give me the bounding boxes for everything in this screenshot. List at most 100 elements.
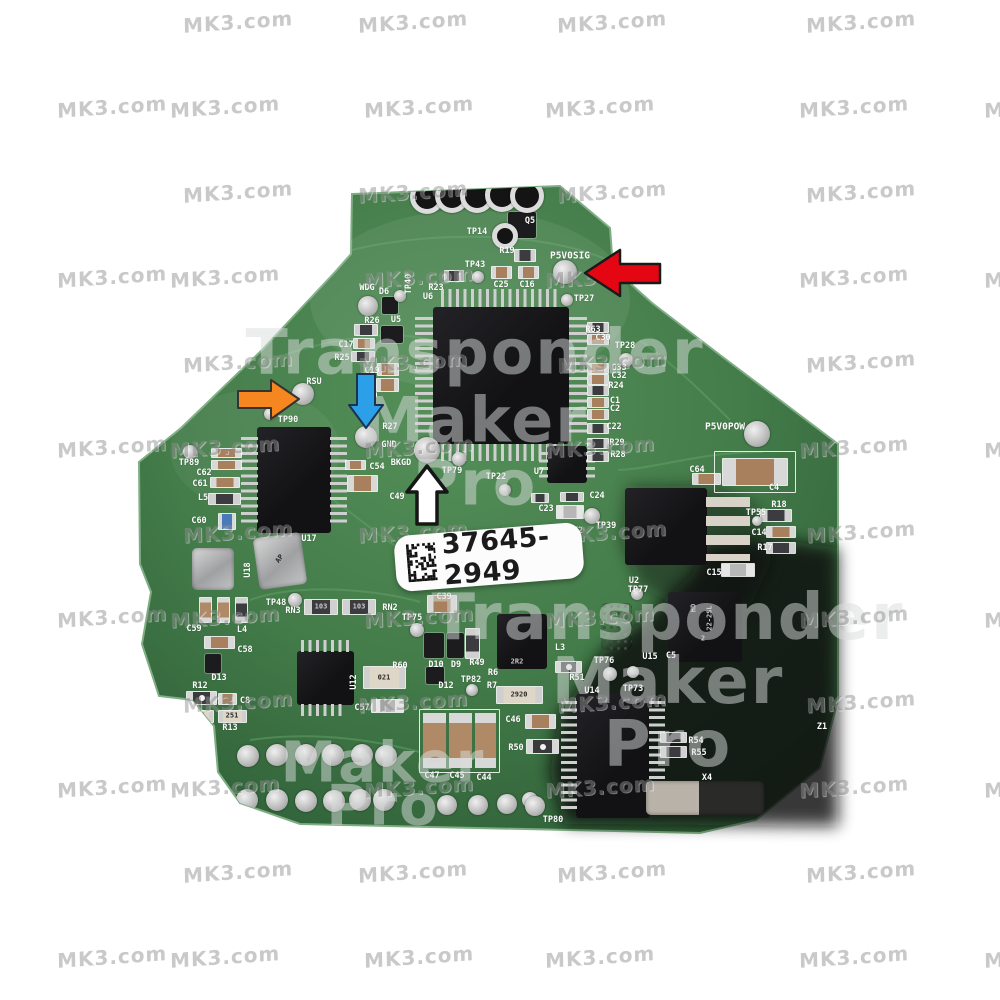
passive-body — [561, 493, 583, 501]
silkscreen-label: X4 — [701, 772, 713, 783]
passive-body — [588, 439, 608, 448]
passive-body — [205, 637, 234, 648]
test-pad — [468, 795, 488, 815]
passive-body — [305, 600, 337, 614]
passive-body — [218, 598, 229, 622]
silkscreen-label: R29 — [609, 437, 625, 448]
silkscreen-label: C8 — [239, 695, 251, 706]
test-pad — [373, 789, 395, 811]
silkscreen-label: C54 — [369, 461, 385, 472]
passive-component — [496, 686, 543, 704]
passive-body — [661, 747, 686, 757]
passive-component — [531, 493, 549, 503]
silkscreen-label: D6 — [378, 286, 390, 297]
silkscreen-label: C1 — [609, 395, 621, 406]
passive-component — [587, 334, 609, 345]
test-pad — [553, 260, 577, 284]
passive-component — [210, 477, 240, 488]
passive-body — [722, 564, 754, 576]
ic-pins — [441, 289, 561, 307]
component-marking: 251 — [225, 711, 239, 720]
passive-component — [587, 385, 609, 396]
passive-component — [354, 324, 378, 336]
capacitor-body — [475, 713, 496, 768]
silkscreen-label: L5 — [197, 492, 209, 503]
silkscreen-label: U17 — [301, 533, 317, 544]
silkscreen-label: TP14 — [466, 226, 488, 237]
ic-pins — [301, 704, 345, 716]
silkscreen-label: TP82 — [460, 674, 482, 685]
silkscreen-label: U15 — [642, 651, 658, 662]
passive-component — [199, 597, 212, 623]
passive-body — [556, 662, 581, 672]
passive-component — [660, 732, 687, 743]
silkscreen-label: TP89 — [178, 457, 200, 468]
test-pad — [414, 437, 440, 463]
ic-U7 — [547, 446, 587, 483]
passive-component — [766, 526, 796, 538]
passive-component — [347, 475, 378, 492]
silkscreen-label: C15 — [706, 567, 722, 578]
through-hole — [510, 186, 544, 213]
barcode-sticker: 37645-2949 — [393, 521, 585, 593]
passive-body — [532, 494, 548, 502]
passive-body — [497, 687, 542, 703]
silkscreen-label: R54 — [688, 735, 704, 746]
silkscreen-label: C17 — [338, 339, 354, 350]
passive-body — [372, 700, 403, 712]
silkscreen-label: U7 — [533, 466, 545, 477]
silkscreen-label: TP43 — [464, 259, 486, 270]
silkscreen-label: R49 — [469, 657, 485, 668]
passive-body — [209, 494, 240, 504]
silkscreen-label: U6 — [422, 291, 434, 302]
passive-component — [304, 599, 338, 615]
silkscreen-label: TP77 — [627, 584, 649, 595]
passive-body — [588, 375, 608, 384]
component-marking: 2R2 — [510, 657, 524, 666]
silkscreen-label: RN2 — [382, 602, 398, 613]
silkscreen-label: C22 — [606, 421, 622, 432]
silkscreen-label: GND — [381, 439, 397, 450]
passive-component — [235, 597, 248, 623]
passive-body — [767, 527, 795, 537]
test-pad — [437, 795, 457, 815]
silkscreen-label: R13 — [222, 722, 238, 733]
silkscreen-label: C25 — [493, 279, 509, 290]
ic-pins — [441, 444, 561, 461]
passive-body — [343, 600, 375, 614]
test-pad — [358, 296, 378, 316]
passive-component — [518, 266, 539, 279]
passive-component — [766, 542, 796, 554]
silkscreen-label: R63 — [585, 324, 601, 335]
silkscreen-label: Z1 — [816, 721, 828, 732]
silkscreen-label: D9 — [450, 659, 462, 670]
silkscreen-label: C60 — [191, 515, 207, 526]
silkscreen-label: R27 — [382, 421, 398, 432]
passive-component — [587, 322, 609, 333]
silkscreen-label: R6 — [487, 667, 499, 678]
silkscreen-label: BKGD — [390, 457, 412, 468]
test-pad — [375, 745, 397, 767]
passive-body — [661, 733, 686, 742]
passive-body — [767, 543, 795, 553]
passive-body — [515, 250, 535, 261]
through-hole — [492, 223, 518, 249]
capacitor-body — [423, 713, 446, 768]
marking-dot — [539, 743, 546, 750]
test-pad — [452, 452, 466, 466]
passive-body — [557, 506, 583, 518]
silkscreen-label: TP28 — [614, 340, 636, 351]
test-pad — [322, 744, 344, 766]
test-pad — [631, 588, 643, 600]
silkscreen-label: R24 — [608, 380, 624, 391]
passive-component — [217, 597, 230, 623]
component-marking: 2 — [700, 634, 706, 643]
silkscreen-label: TP76 — [593, 655, 615, 666]
sot23-D6 — [382, 297, 398, 314]
ic-pins — [415, 317, 433, 435]
passive-body — [378, 364, 398, 375]
passive-component — [371, 699, 404, 713]
silkscreen-label: C57 — [354, 702, 370, 713]
test-pad — [466, 684, 478, 696]
passive-body — [428, 596, 456, 612]
